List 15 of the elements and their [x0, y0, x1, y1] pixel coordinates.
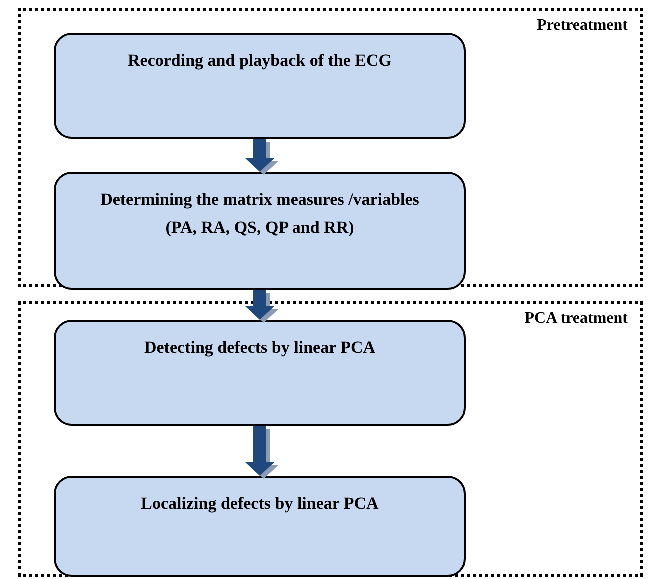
- block-arrow: [245, 426, 275, 476]
- stage-heading: Pretreatment: [537, 17, 628, 35]
- step-label: Localizing defects by linear PCA: [141, 493, 379, 515]
- process-box: [54, 33, 466, 139]
- stage-frame: [18, 8, 643, 287]
- stage-frame: [18, 301, 643, 577]
- process-box: [54, 172, 466, 290]
- block-arrow: [245, 139, 275, 172]
- process-box: [54, 320, 466, 426]
- stage-heading: PCA treatment: [524, 310, 628, 328]
- step-label: Detecting defects by linear PCA: [144, 337, 376, 359]
- step-label: Recording and playback of the ECG: [128, 50, 392, 72]
- block-arrow: [245, 290, 275, 320]
- process-box: [54, 476, 466, 577]
- step-label: Determining the matrix measures /variables (PA, RA, QS, QP and RR): [100, 189, 420, 240]
